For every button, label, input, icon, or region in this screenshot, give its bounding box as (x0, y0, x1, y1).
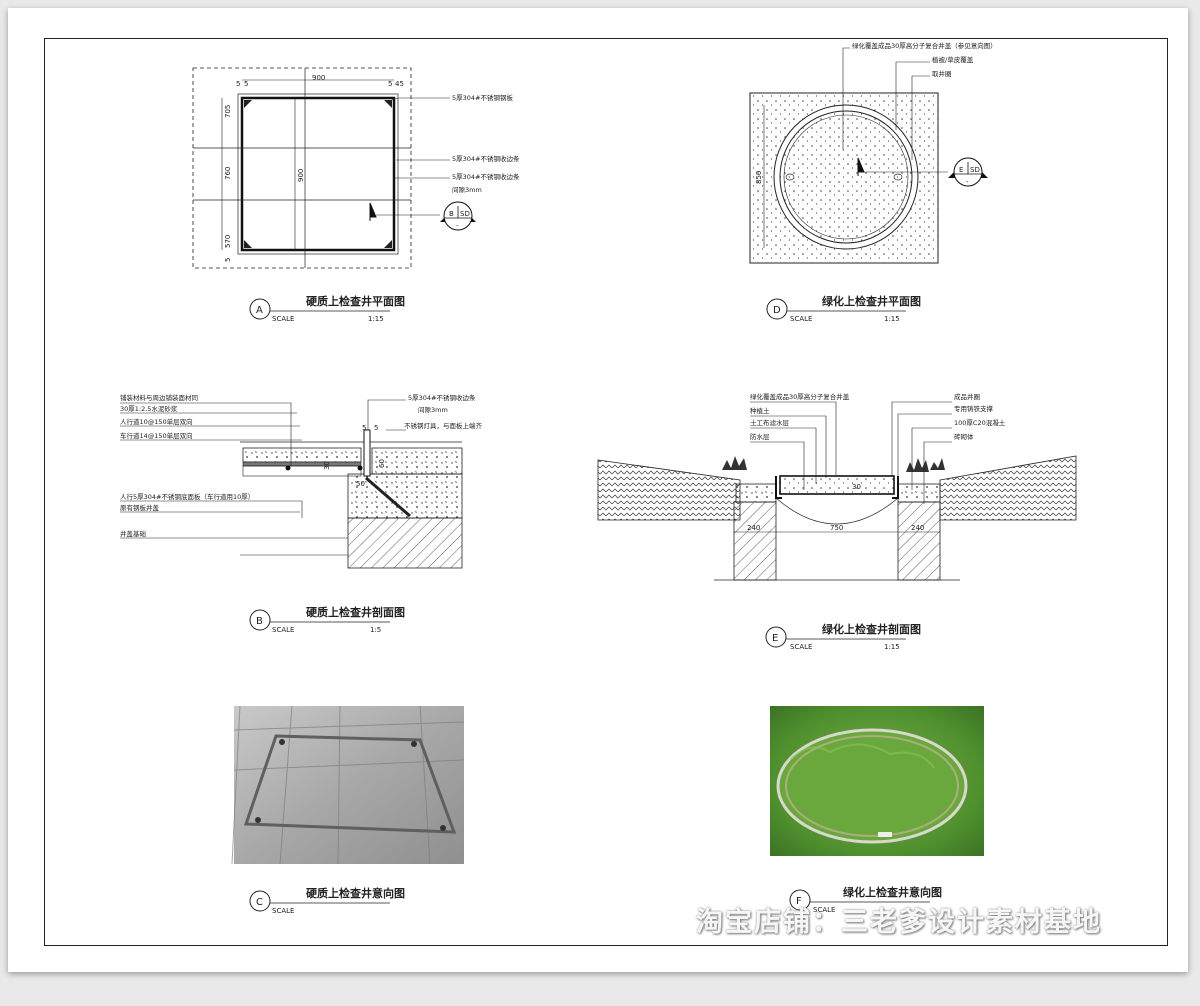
b-note-left-4: 车行道14@150单层双向 (120, 431, 193, 440)
panel-d-title-block: D 绿化上检查井平面图 SCALE 1:15 (766, 294, 921, 323)
e-scale: 1:15 (884, 643, 900, 651)
a-dim-v4: 5 (224, 258, 232, 262)
d-note-1: 绿化覆盖成品30厚高分子复合井盖（参见意向图） (852, 41, 997, 50)
a-dim-v2: 760 (224, 167, 232, 180)
panel-b-title-block: B 硬质上检查井剖面图 SCALE 1:5 (249, 605, 405, 634)
panel-d-plan-drawing: 850 绿化覆盖成品30厚高分子复合井盖（参见意向图） 植被/草皮覆盖 取井圈 … (749, 41, 997, 264)
f-badge: F (796, 896, 802, 907)
a-scale: 1:15 (368, 315, 384, 323)
b-note-right-1: 5厚304#不锈钢收边条 (408, 393, 476, 402)
a-title: 硬质上检查井平面图 (306, 294, 405, 308)
e-title: 绿化上检查井剖面图 (822, 622, 921, 636)
c-title: 硬质上检查井意向图 (306, 886, 405, 900)
e-note-right-3: 100厚C20混凝土 (954, 418, 1006, 427)
panel-c-title-block: C 硬质上检查井意向图 SCALE (249, 886, 405, 915)
panel-a-title-block: A 硬质上检查井平面图 SCALE 1:15 (249, 294, 405, 323)
svg-text:SD: SD (460, 210, 470, 218)
e-note-left-1: 绿化覆盖成品30厚高分子复合井盖 (750, 392, 850, 401)
panel-e-title-block: E 绿化上检查井剖面图 SCALE 1:15 (765, 622, 921, 651)
e-scale-label: SCALE (790, 643, 812, 651)
b-note-left-3: 人行道10@150单层双向 (120, 417, 193, 426)
b-scale-label: SCALE (272, 626, 294, 634)
f-title: 绿化上检查井意向图 (843, 885, 942, 899)
a-note-4: 间隙3mm (452, 185, 482, 194)
e-note-left-4: 防水层 (750, 432, 770, 441)
a-dim-left-top2: 5 (244, 80, 248, 88)
e-dim-mid: 750 (830, 524, 843, 532)
panel-a-plan-drawing: 900 5 5 5 45 705 760 570 5 900 5厚304#不锈钢… (192, 67, 520, 269)
drawing-sheet: 900 5 5 5 45 705 760 570 5 900 5厚304#不锈钢… (8, 8, 1188, 972)
a-note-3: 5厚304#不锈钢收边条 (452, 172, 520, 181)
d-badge: D (773, 305, 781, 316)
panel-b-section-drawing: 30 60 50 5 5 铺装材料与周边铺装面材同 30厚1:2.5水泥砂浆 人… (120, 393, 483, 569)
a-note-2: 5厚304#不锈钢收边条 (452, 154, 520, 163)
b-note-left-7: 井盖基础 (120, 529, 147, 538)
b-note-left-1: 铺装材料与周边铺装面材同 (120, 393, 198, 402)
b-dim-5a: 5 (362, 424, 366, 432)
drawing-canvas: 900 5 5 5 45 705 760 570 5 900 5厚304#不锈钢… (120, 41, 1077, 915)
panel-e-section-drawing: 240 750 240 30 绿化覆盖成品30厚高分子复合井盖 种植土 土工布滤… (597, 392, 1077, 581)
b-dim-50: 50 (356, 480, 365, 488)
svg-text:SD: SD (970, 166, 980, 174)
e-note-right-1: 成品井圈 (954, 392, 980, 401)
d-note-2: 植被/草皮覆盖 (932, 55, 974, 64)
e-dim-left: 240 (747, 524, 760, 532)
a-dim-right-top: 5 (388, 80, 392, 88)
d-dim-v: 850 (755, 171, 763, 184)
a-scale-label: SCALE (272, 315, 294, 323)
e-badge: E (772, 633, 778, 644)
b-note-left-2: 30厚1:2.5水泥砂浆 (120, 404, 178, 413)
a-dim-center: 900 (297, 169, 305, 182)
a-dim-v1: 705 (224, 105, 232, 118)
e-note-right-4: 砖砌体 (954, 432, 974, 441)
f-scale-label: SCALE (813, 906, 835, 914)
d-scale-label: SCALE (790, 315, 812, 323)
c-badge: C (256, 897, 263, 908)
a-dim-top: 900 (312, 74, 325, 82)
d-note-3: 取井圈 (932, 69, 952, 78)
d-section-marker: E SD - (948, 157, 988, 187)
e-note-right-2: 专用铸铁支撑 (954, 404, 994, 413)
a-note-1: 5厚304#不锈钢钢板 (452, 93, 513, 102)
b-dim-30: 30 (323, 461, 331, 470)
panel-f-photo (770, 706, 984, 856)
panel-c-photo (231, 705, 465, 865)
b-note-right-3: 不锈钢灯具，与面板上端齐 (404, 421, 483, 430)
e-dim-right: 240 (911, 524, 924, 532)
a-badge: A (256, 305, 263, 316)
a-dim-left-top: 5 (236, 80, 240, 88)
svg-text:B: B (449, 210, 454, 218)
a-dim-right-top2: 45 (395, 80, 404, 88)
svg-text:-: - (966, 178, 969, 186)
b-dim-5b: 5 (374, 424, 378, 432)
svg-text:E: E (959, 166, 963, 174)
panel-f-title-block: F 绿化上检查井意向图 SCALE (789, 885, 942, 914)
a-section-marker: B SD - (440, 201, 476, 231)
b-badge: B (256, 616, 263, 627)
b-title: 硬质上检查井剖面图 (306, 605, 405, 619)
e-note-left-3: 土工布滤水层 (750, 418, 790, 427)
shop-watermark: 淘宝店铺：三老爹设计素材基地 (696, 907, 1102, 938)
e-dim-30: 30 (852, 483, 861, 491)
drawing-frame (44, 38, 1168, 946)
b-note-left-5: 人行5厚304#不锈钢底面板（车行道用10厚） (120, 492, 254, 501)
a-dim-v3: 570 (224, 235, 232, 248)
e-note-left-2: 种植土 (750, 406, 770, 415)
c-scale-label: SCALE (272, 907, 294, 915)
b-dim-60: 60 (378, 459, 386, 468)
d-title: 绿化上检查井平面图 (822, 294, 921, 308)
svg-text:-: - (456, 222, 459, 230)
b-note-right-2: 间隙3mm (418, 405, 448, 414)
d-scale: 1:15 (884, 315, 900, 323)
b-scale: 1:5 (370, 626, 381, 634)
b-note-left-6: 原有钢板井盖 (120, 503, 160, 512)
